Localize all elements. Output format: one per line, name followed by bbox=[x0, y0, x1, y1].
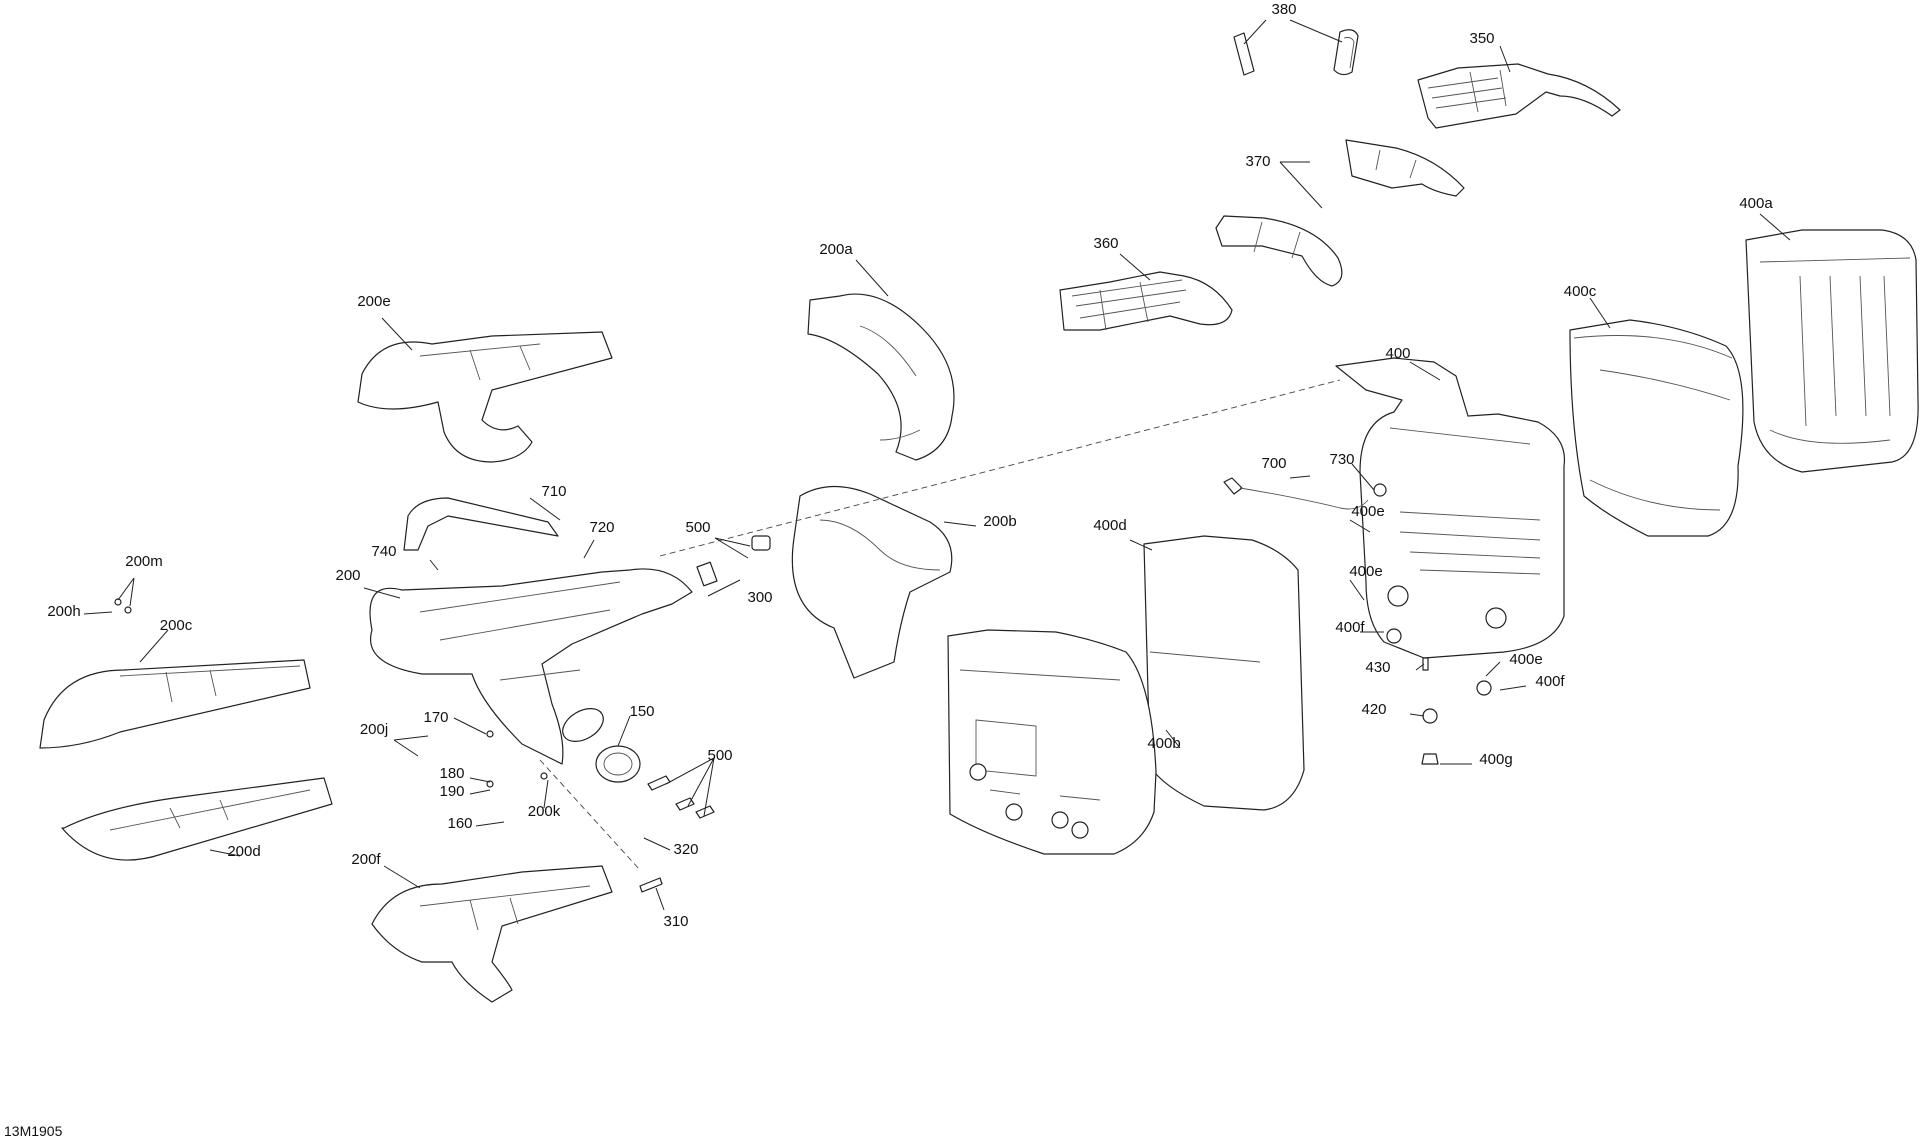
part-400c-muffler-cover bbox=[1569, 319, 1744, 537]
callout-200d: 200d bbox=[227, 843, 260, 860]
part-370-heat-shields bbox=[1215, 139, 1465, 287]
callout-400b: 400b bbox=[1147, 735, 1180, 752]
callout-leaders bbox=[83, 19, 1791, 911]
callout-420: 420 bbox=[1361, 701, 1386, 718]
callout-730: 730 bbox=[1329, 451, 1354, 468]
callout-310: 310 bbox=[663, 913, 688, 930]
callout-300: 300 bbox=[747, 589, 772, 606]
part-200-tuned-pipe bbox=[369, 568, 693, 765]
part-200b-elbow-shield bbox=[791, 485, 953, 679]
assembly-centerline-lower bbox=[539, 759, 641, 871]
part-200f-bottom-shield bbox=[371, 865, 613, 1003]
callout-200f: 200f bbox=[351, 851, 381, 868]
part-710-bracket bbox=[403, 497, 559, 551]
callout-400c: 400c bbox=[1564, 283, 1597, 300]
callout-400: 400 bbox=[1385, 345, 1410, 362]
callout-710: 710 bbox=[541, 483, 566, 500]
callout-180: 180 bbox=[439, 765, 464, 782]
diagram-code: 13M1905 bbox=[4, 1123, 63, 1139]
callout-360: 360 bbox=[1093, 235, 1118, 252]
callout-labels: 380 350 370 360 400a 400c 400 200a 200e … bbox=[47, 1, 1773, 930]
callout-700: 700 bbox=[1261, 455, 1286, 472]
part-400b-muffler-shield bbox=[947, 629, 1157, 855]
callout-400e-3: 400e bbox=[1509, 651, 1542, 668]
assembly-centerline bbox=[659, 379, 1341, 557]
callout-380: 380 bbox=[1271, 1, 1296, 18]
callout-200k: 200k bbox=[528, 803, 561, 820]
part-360-heat-shield bbox=[1059, 271, 1233, 331]
part-400d-heat-cover bbox=[1143, 535, 1305, 811]
callout-150: 150 bbox=[629, 703, 654, 720]
part-200a-heat-shield bbox=[807, 293, 955, 461]
callout-720: 720 bbox=[589, 519, 614, 536]
part-200d-lower-shield bbox=[61, 777, 333, 861]
callout-400f-1: 400f bbox=[1335, 619, 1365, 636]
part-200e-upper-shield bbox=[357, 331, 613, 463]
callout-370: 370 bbox=[1245, 153, 1270, 170]
callout-160: 160 bbox=[447, 815, 472, 832]
callout-170: 170 bbox=[423, 709, 448, 726]
callout-430: 430 bbox=[1365, 659, 1390, 676]
part-400a-muffler-shell bbox=[1745, 229, 1919, 473]
callout-200: 200 bbox=[335, 567, 360, 584]
callout-400e-2: 400e bbox=[1349, 563, 1382, 580]
part-350-heat-shield bbox=[1417, 63, 1621, 129]
callout-400e-1: 400e bbox=[1351, 503, 1384, 520]
callout-400a: 400a bbox=[1739, 195, 1773, 212]
small-hardware bbox=[114, 483, 1492, 893]
callout-400g: 400g bbox=[1479, 751, 1512, 768]
callout-400d: 400d bbox=[1093, 517, 1126, 534]
callout-350: 350 bbox=[1469, 30, 1494, 47]
part-700-sensor bbox=[1223, 477, 1369, 510]
callout-500-upper: 500 bbox=[685, 519, 710, 536]
callout-200a: 200a bbox=[819, 241, 853, 258]
callout-200j: 200j bbox=[360, 721, 388, 738]
callout-400f-2: 400f bbox=[1535, 673, 1565, 690]
callout-740: 740 bbox=[371, 543, 396, 560]
callout-200c: 200c bbox=[160, 617, 193, 634]
callout-200m: 200m bbox=[125, 553, 163, 570]
callout-200e: 200e bbox=[357, 293, 390, 310]
part-380-clips bbox=[1233, 29, 1359, 76]
callout-320: 320 bbox=[673, 841, 698, 858]
part-400-muffler bbox=[1335, 357, 1566, 659]
callout-190: 190 bbox=[439, 783, 464, 800]
part-200c-lower-shield bbox=[39, 659, 311, 749]
callout-200h: 200h bbox=[47, 603, 80, 620]
callout-500-lower: 500 bbox=[707, 747, 732, 764]
callout-200b: 200b bbox=[983, 513, 1016, 530]
